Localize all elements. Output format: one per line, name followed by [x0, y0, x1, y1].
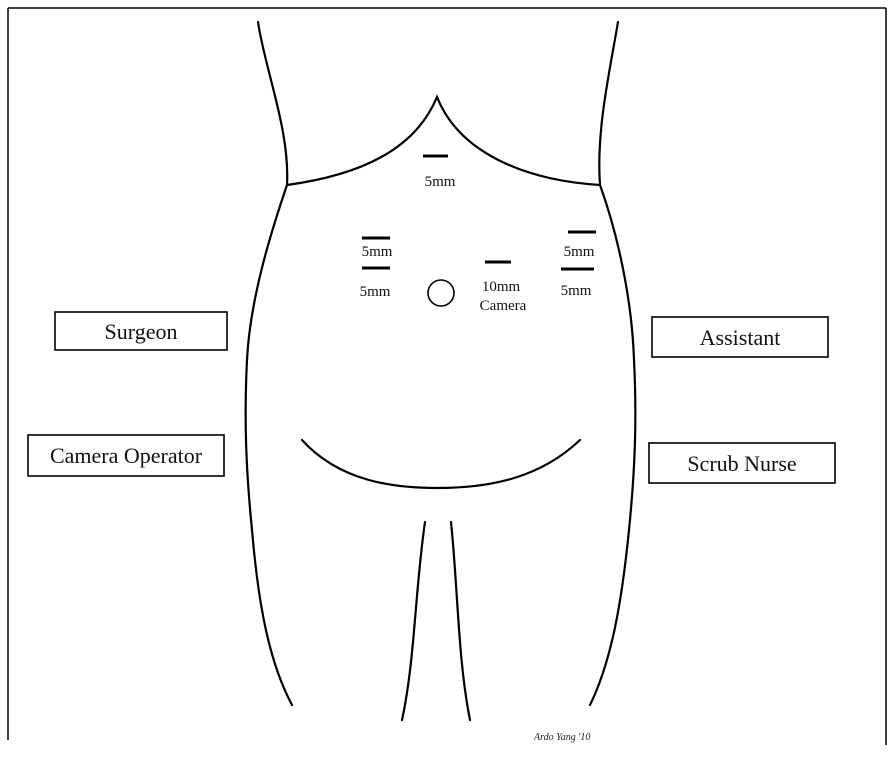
- assistant-label: Assistant: [700, 325, 781, 350]
- artist-signature: Ardo Yang '10: [533, 732, 590, 743]
- camera-operator-label: Camera Operator: [50, 443, 203, 468]
- scrub-nurse-box: Scrub Nurse: [649, 443, 835, 483]
- umbilicus-circle: [428, 280, 454, 306]
- port-top-label: 5mm: [425, 174, 456, 190]
- port-left-lower-label: 5mm: [360, 284, 391, 300]
- rib-cage-outline: [287, 97, 600, 185]
- scrub-nurse-label: Scrub Nurse: [687, 451, 796, 476]
- inner-leg-left: [402, 522, 425, 720]
- assistant-box: Assistant: [652, 317, 828, 357]
- body-left-outline: [246, 22, 292, 705]
- body-right-outline: [590, 22, 635, 705]
- port-camera-name-label: Camera: [480, 298, 527, 314]
- camera-operator-box: Camera Operator: [28, 435, 224, 476]
- surgeon-label: Surgeon: [105, 319, 178, 344]
- lower-abdomen-curve: [302, 440, 580, 488]
- port-camera-size-label: 10mm: [482, 279, 521, 295]
- port-left-upper-label: 5mm: [362, 244, 393, 260]
- port-right-upper-label: 5mm: [564, 244, 595, 260]
- surgeon-box: Surgeon: [55, 312, 227, 350]
- port-right-lower-label: 5mm: [561, 283, 592, 299]
- inner-leg-right: [451, 522, 470, 720]
